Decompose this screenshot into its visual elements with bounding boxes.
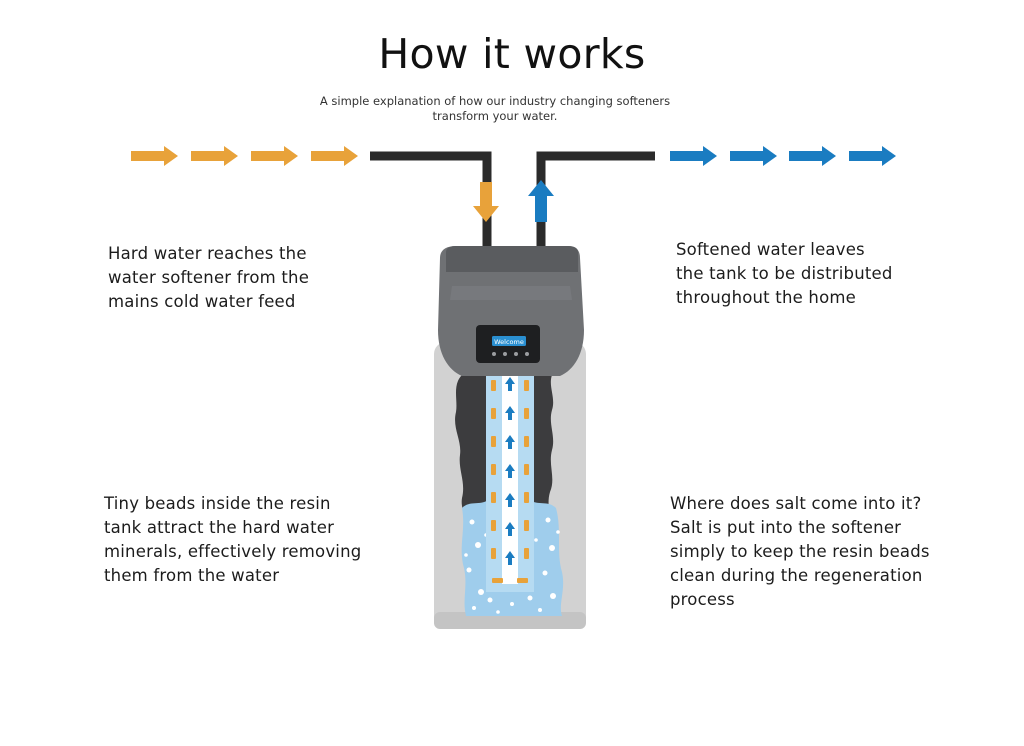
soft-water-flow-arrows <box>505 377 515 565</box>
description-line: Where does salt come into it? <box>670 494 922 513</box>
softener-unit: Welcome <box>434 246 586 629</box>
salt-description: Where does salt come into it? Salt is pu… <box>670 492 930 612</box>
resin-beads-description: Tiny beads inside the resin tank attract… <box>104 492 361 588</box>
arrow-right-icon <box>131 146 178 166</box>
description-line: throughout the home <box>676 288 856 307</box>
pipes <box>370 151 655 250</box>
control-button <box>492 352 496 356</box>
arrow-down-icon <box>473 182 499 222</box>
arrow-right-icon <box>849 146 896 166</box>
screen-text: Welcome <box>494 338 524 346</box>
arrow-right-icon <box>191 146 238 166</box>
subtitle-line: A simple explanation of how our industry… <box>319 94 671 108</box>
control-button <box>525 352 529 356</box>
description-line: process <box>670 590 735 609</box>
description-line: tank attract the hard water <box>104 518 335 537</box>
description-line: minerals, effectively removing <box>104 542 362 561</box>
inlet-pipe <box>370 151 492 250</box>
arrow-right-icon <box>670 146 717 166</box>
description-line: simply to keep the resin beads <box>670 542 930 561</box>
arrow-right-icon <box>251 146 298 166</box>
softened-water-description: Softened water leaves the tank to be dis… <box>676 238 893 310</box>
control-panel-screen <box>492 336 526 346</box>
hard-water-flow-dashes <box>491 380 529 583</box>
description-line: water softener from the <box>108 268 310 287</box>
hard-water-description: Hard water reaches the water softener fr… <box>108 242 309 314</box>
description-line: them from the water <box>104 566 280 585</box>
control-buttons <box>492 352 529 356</box>
cabinet-lid <box>438 246 584 376</box>
cabinet-base <box>434 612 586 629</box>
description-line: Salt is put into the softener <box>670 518 902 537</box>
control-button <box>503 352 507 356</box>
arrow-up-icon <box>528 180 554 222</box>
hard-water-arrows <box>131 146 358 166</box>
control-button <box>514 352 518 356</box>
arrow-right-icon <box>311 146 358 166</box>
lid-highlight <box>450 286 572 300</box>
page-title: How it works <box>378 30 646 78</box>
subtitle-line: transform your water. <box>432 109 558 123</box>
description-line: Hard water reaches the <box>108 244 307 263</box>
description-line: the tank to be distributed <box>676 264 893 283</box>
outlet-pipe <box>536 151 655 250</box>
arrow-right-icon <box>730 146 777 166</box>
description-line: Softened water leaves <box>676 240 865 259</box>
description-line: mains cold water feed <box>108 292 296 311</box>
cabinet-lid-top <box>446 246 578 272</box>
description-line: clean during the regeneration <box>670 566 923 585</box>
soft-water-arrows <box>670 146 896 166</box>
page-subtitle: A simple explanation of how our industry… <box>290 94 700 124</box>
description-line: Tiny beads inside the resin <box>104 494 331 513</box>
arrow-right-icon <box>789 146 836 166</box>
